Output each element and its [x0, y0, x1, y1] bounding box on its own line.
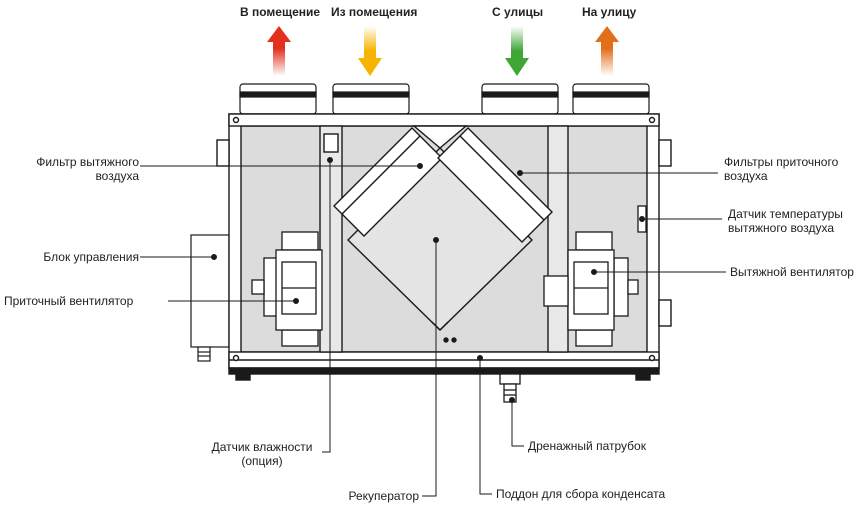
- label-exhaust-fan: Вытяжной вентилятор: [730, 265, 854, 279]
- label-condensate-pan: Поддон для сбора конденсата: [496, 487, 666, 501]
- label-control-unit: Блок управления: [43, 250, 139, 264]
- label-drain-pipe: Дренажный патрубок: [528, 439, 646, 453]
- leader-lines: [140, 157, 726, 497]
- flow-label-from-room: Из помещения: [331, 5, 418, 19]
- label-supply-fan: Приточный вентилятор: [4, 294, 134, 308]
- supply-filter: [437, 127, 553, 243]
- arrow-from-street: [505, 26, 529, 76]
- flow-label-from-street: С улицы: [492, 5, 544, 19]
- arrow-to-street: [595, 26, 619, 76]
- arrow-to-room: [267, 26, 291, 76]
- arrow-from-room: [358, 26, 382, 76]
- flow-label-to-room: В помещение: [240, 5, 321, 19]
- exhaust-filter: [333, 127, 443, 237]
- label-recuperator: Рекуператор: [348, 489, 420, 503]
- duct-connectors: [239, 83, 650, 115]
- label-humidity-sensor: Датчик влажности(опция): [211, 440, 313, 468]
- control-unit-box: [190, 234, 230, 362]
- flow-label-to-street: На улицу: [582, 5, 637, 19]
